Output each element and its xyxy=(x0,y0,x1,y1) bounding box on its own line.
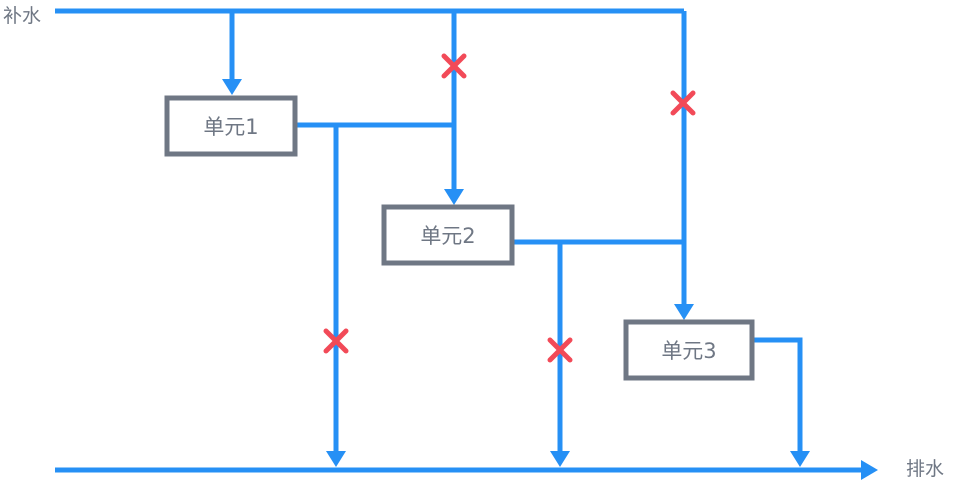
unit-2-label: 单元2 xyxy=(420,224,475,248)
supply-to-unit1-arrow xyxy=(222,79,242,95)
drain-main-arrow xyxy=(861,460,878,480)
drain-label: 排水 xyxy=(906,458,944,480)
blocked-mark-supply-unit3 xyxy=(670,90,696,116)
unit-2-box xyxy=(381,204,515,266)
unit3-to-drain-arrow xyxy=(790,451,810,467)
blocked-mark-stroke xyxy=(323,328,349,354)
unit-3-label: 单元3 xyxy=(661,339,716,363)
unit-1-node: 单元1 xyxy=(164,95,298,157)
unit-1-box xyxy=(164,95,298,157)
unit-2-node: 单元2 xyxy=(381,204,515,266)
blocked-mark-unit1-drain xyxy=(323,328,349,354)
unit3-to-drain-pipe xyxy=(753,337,803,452)
unit2-to-drain-arrow xyxy=(550,451,570,467)
supply-label: 补水 xyxy=(3,5,41,27)
blocked-mark-stroke xyxy=(547,337,573,363)
unit-1-label: 单元1 xyxy=(203,115,258,139)
unit1-to-drain-arrow xyxy=(326,451,346,467)
blocked-mark-unit2-drain xyxy=(547,337,573,363)
to-unit2-arrow xyxy=(444,189,464,205)
to-unit3-arrow xyxy=(674,304,694,320)
unit-3-box xyxy=(623,319,755,381)
blocked-mark-stroke xyxy=(441,53,467,79)
blocked-mark-stroke xyxy=(670,90,696,116)
unit-3-node: 单元3 xyxy=(623,319,755,381)
blocked-mark-supply-unit2 xyxy=(441,53,467,79)
